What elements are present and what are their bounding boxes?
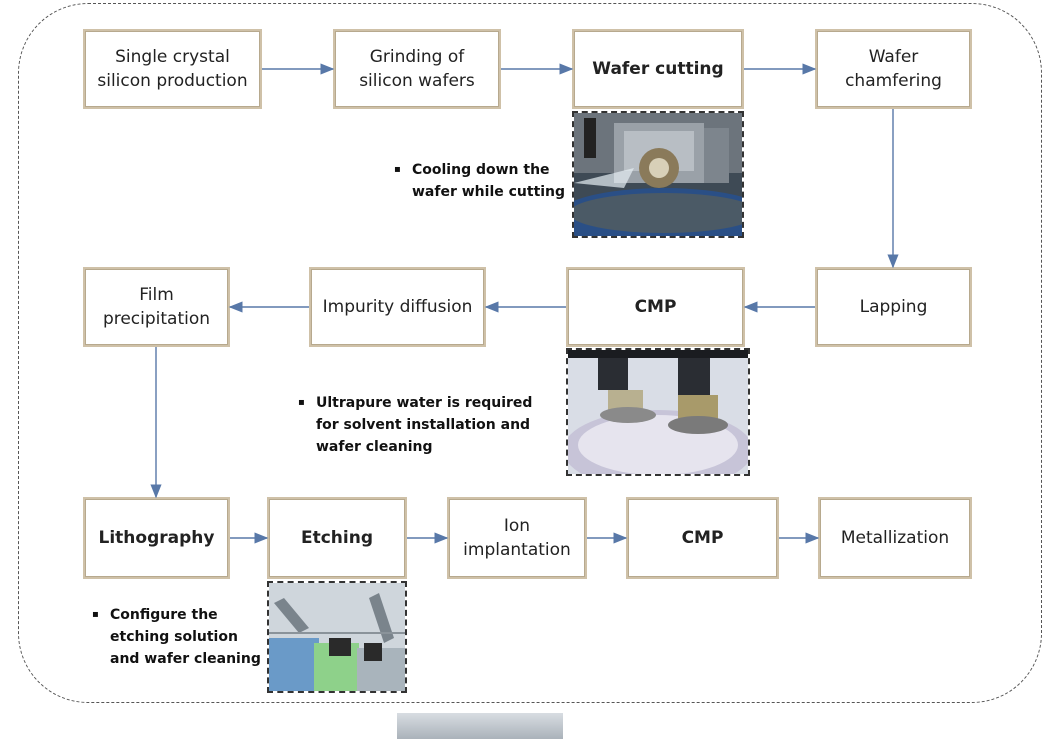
step-cmp-2: CMP [626, 497, 779, 579]
process-boundary [18, 3, 1042, 703]
step-etching: Etching [267, 497, 407, 579]
wafer-cutting-photo [572, 111, 744, 238]
note-cmp: ▪ Ultrapure water is required for solven… [298, 392, 533, 458]
note-bullet: ▪ [92, 609, 99, 620]
note-cutting-text: Cooling down the wafer while cutting [412, 162, 566, 200]
note-cutting: ▪ Cooling down the wafer while cutting [394, 159, 566, 203]
note-cmp-text: Ultrapure water is required for solvent … [316, 395, 533, 455]
step-lithography: Lithography [83, 497, 230, 579]
step-film-precipitation: Film precipitation [83, 267, 230, 347]
note-bullet: ▪ [298, 397, 305, 408]
step-single-crystal-silicon-production: Single crystal silicon production [83, 29, 262, 109]
step-wafer-cutting: Wafer cutting [572, 29, 744, 109]
step-cmp-1: CMP [566, 267, 745, 347]
step-grinding-silicon-wafers: Grinding of silicon wafers [333, 29, 501, 109]
step-ion-implantation: Ion implantation [447, 497, 587, 579]
etching-photo [267, 581, 407, 693]
note-bullet: ▪ [394, 164, 401, 175]
step-metallization: Metallization [818, 497, 972, 579]
cmp-photo [566, 348, 750, 476]
cropped-image-fragment [397, 713, 563, 739]
step-impurity-diffusion: Impurity diffusion [309, 267, 486, 347]
step-wafer-chamfering: Wafer chamfering [815, 29, 972, 109]
note-etching-text: Configure the etching solution and wafer… [110, 607, 261, 667]
note-etching: ▪ Configure the etching solution and waf… [92, 604, 261, 670]
